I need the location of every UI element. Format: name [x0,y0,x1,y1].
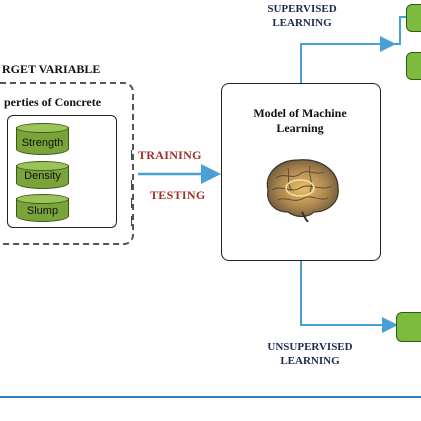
target-variable-box [0,82,134,245]
supervised-fork [392,16,406,45]
supervised-output-box-2 [406,52,421,80]
unsupervised-connector [300,261,398,333]
target-variable-label: RGET VARIABLE [2,62,101,76]
supervised-output-box-1 [406,4,421,32]
cylinder-label: Strength [21,137,64,149]
unsupervised-label: UNSUPERVISED LEARNING [267,341,353,367]
ml-model-box: Model of Machine Learning [221,83,381,261]
testing-label: TESTING [150,188,206,202]
supervised-label: SUPERVISED LEARNING [267,3,337,29]
training-label: TRAINING [138,148,202,162]
cylinder-label: Slump [26,205,59,217]
cylinder-strength: Strength [16,123,69,155]
tick-marks [131,150,133,230]
cylinder-density: Density [16,161,69,189]
cylinder-label: Density [24,170,61,182]
cylinder-slump: Slump [16,194,69,222]
brain-icon [266,159,339,222]
properties-label: perties of Concrete [4,95,102,109]
unsupervised-output-box [396,312,421,342]
supervised-connector [300,36,396,83]
ml-model-title: Model of Machine Learning [253,106,347,135]
